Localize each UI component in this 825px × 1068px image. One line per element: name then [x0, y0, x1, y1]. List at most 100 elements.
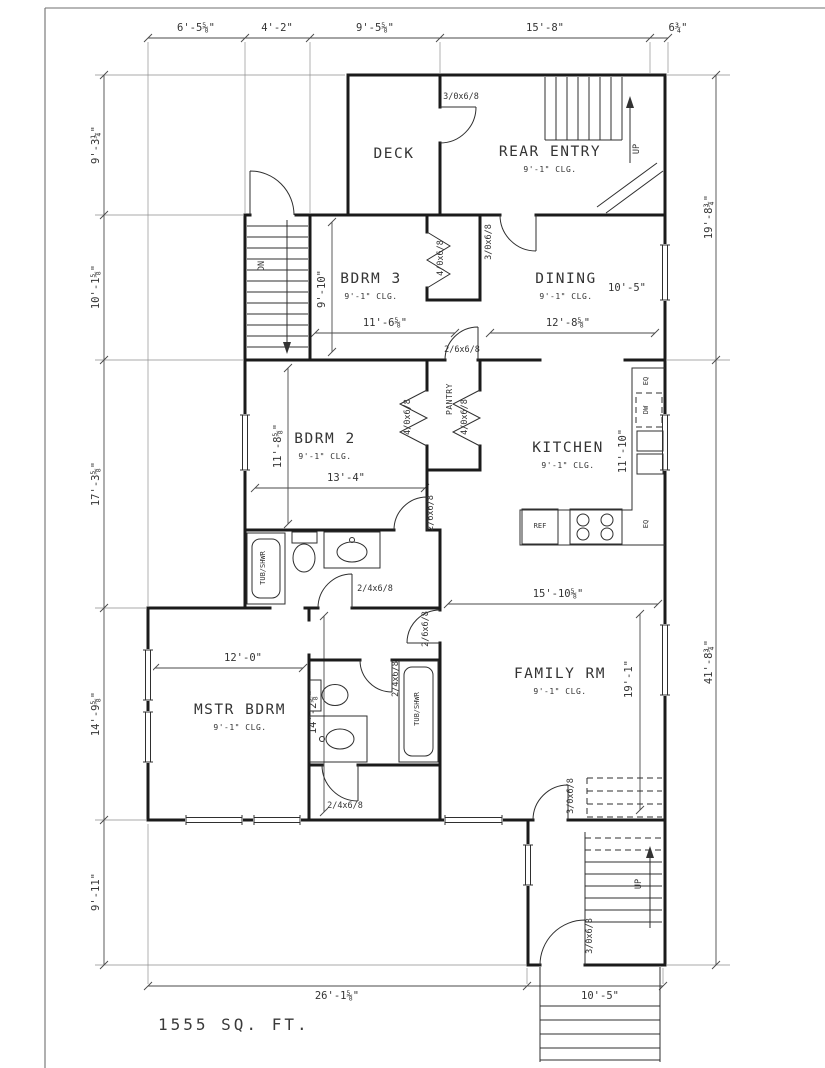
- clg-label: 9'-1" CLG.: [533, 687, 586, 696]
- stairs-up-lower: UP: [584, 832, 662, 928]
- tub-inner: [251, 538, 281, 599]
- dn-label: DN: [257, 261, 267, 271]
- windows: [143, 244, 670, 886]
- dim-right-0: 19'-8¾": [703, 195, 715, 239]
- extension-lines: [95, 42, 730, 984]
- dim-top-3: 15'-8": [526, 22, 564, 34]
- dim-family-h: 19'-1": [623, 660, 635, 698]
- sqft-label: 1555 SQ. FT.: [158, 1015, 310, 1034]
- doors: 3/0x6/8 3/0x6/8 2/6x6/8 2/6x6/8 2/4x6/8 …: [249, 92, 595, 966]
- sink: [336, 541, 368, 563]
- room-labels: DECK REAR ENTRY 9'-1" CLG. BDRM 3 9'-1" …: [194, 144, 606, 732]
- dim-top-0: 6'-5⅝": [177, 22, 215, 34]
- door-rear-entry-dining: 3/0x6/8: [484, 214, 537, 260]
- door-family-exterior: 3/0x6/8: [532, 778, 576, 821]
- clg-label: 9'-1" CLG.: [298, 452, 351, 461]
- door-deck-rear-entry: 3/0x6/8: [439, 92, 479, 144]
- door-size-label: 2/6x6/8: [421, 611, 431, 647]
- eq-label: EQ: [642, 520, 650, 528]
- vanity: [323, 531, 381, 569]
- dim-dining-w: 12'-8⅝": [546, 317, 590, 329]
- door-size-label: 3/0x6/8: [484, 224, 494, 260]
- room-label-rear-entry: REAR ENTRY: [499, 144, 601, 160]
- dw-label: DW: [642, 405, 650, 414]
- dishwasher: [635, 392, 663, 428]
- window: [185, 815, 243, 825]
- room-label-bdrm2: BDRM 2: [294, 431, 355, 447]
- door-hall-bath: 2/4x6/8: [317, 573, 393, 609]
- up-label: UP: [632, 144, 642, 154]
- window: [240, 414, 250, 471]
- clg-label: 9'-1" CLG.: [539, 292, 592, 301]
- door-size-label: 3/0x6/8: [443, 92, 479, 102]
- door-lower-entry: 3/0x6/8: [539, 918, 595, 966]
- tub-shwr-label: TUB/SHWR: [259, 550, 267, 585]
- dim-kitchen-h: 11'-10": [617, 429, 629, 473]
- dim-top-2: 9'-5⅝": [356, 22, 394, 34]
- door-size-label: 2/4x6/8: [357, 584, 393, 594]
- dim-bdrm3-h: 9'-10": [316, 270, 328, 308]
- door-size-label: 4/0x6/8: [403, 399, 413, 435]
- room-label-bdrm3: BDRM 3: [340, 271, 401, 287]
- door-size-label: 3/0x6/8: [585, 918, 595, 954]
- door-hall-dining: 2/6x6/8: [444, 326, 480, 361]
- bifold-bdrm2-closet: 4/0x6/8: [398, 389, 429, 447]
- sheet-border: [44, 7, 825, 1068]
- door-size-label: 3/0x6/8: [566, 778, 576, 814]
- stairs-above-dashed: [586, 777, 662, 818]
- dimension-lines: [99, 33, 721, 991]
- faucet: [319, 736, 325, 742]
- dim-top-4: 6¾": [669, 22, 688, 34]
- dim-mstr-w: 12'-0": [224, 652, 262, 664]
- dim-bottom-0: 26'-1⅝": [315, 990, 359, 1002]
- bifold-bdrm3-closet: 4/0x6/8: [426, 231, 451, 289]
- sink: [325, 728, 355, 750]
- toilet-tank: [291, 531, 318, 544]
- dimension-text: 6'-5⅝" 4'-2" 9'-5⅝" 15'-8" 6¾" 9'-3¼" 10…: [90, 22, 715, 1002]
- dim-left-4: 9'-11": [90, 873, 102, 911]
- mstr-bath-fixtures: TUB/SHWR: [309, 660, 439, 763]
- dim-bdrm2-w: 13'-4": [327, 472, 365, 484]
- door-deck-stair-landing: [249, 170, 295, 216]
- tub-shwr-label: TUB/SHWR: [413, 691, 421, 726]
- tub-inner: [403, 666, 434, 757]
- porch-steps: [539, 967, 661, 1062]
- room-label-mstr: MSTR BDRM: [194, 702, 286, 718]
- walls: [146, 73, 667, 967]
- tub: [398, 660, 439, 763]
- door-size-label: 4/0x6/8: [436, 240, 446, 276]
- toilet-tank: [309, 679, 322, 712]
- door-size-label: 4/0x6/8: [460, 399, 470, 435]
- hall-bath-fixtures: TUB/SHWR: [246, 531, 381, 605]
- window: [660, 624, 670, 696]
- window: [143, 711, 153, 763]
- door-hall-family: 2/6x6/8: [406, 609, 441, 647]
- window: [660, 244, 670, 301]
- window: [143, 649, 153, 701]
- room-label-family: FAMILY RM: [514, 666, 606, 682]
- up-label: UP: [634, 879, 644, 889]
- dim-bottom-1: 10'-5": [581, 990, 619, 1002]
- dim-bdrm2-h: 11'-8⅝": [272, 424, 284, 468]
- dim-right-1: 41'-8¾": [703, 640, 715, 684]
- door-size-label: 2/6x6/8: [444, 345, 480, 355]
- door-mstr-bath: 2/4x6/8: [359, 659, 401, 697]
- clg-label: 9'-1" CLG.: [344, 292, 397, 301]
- kitchen-fixtures: REF DW EQ EQ: [519, 367, 665, 546]
- clg-label: 9'-1" CLG.: [213, 723, 266, 732]
- door-size-label: 2/4x6/8: [391, 661, 401, 697]
- clg-label: 9'-1" CLG.: [523, 165, 576, 174]
- window: [523, 844, 533, 886]
- range: [569, 508, 623, 545]
- dim-left-3: 14'-9⅝": [90, 692, 102, 736]
- sink-bowl: [636, 453, 664, 475]
- dim-top-1: 4'-2": [261, 22, 293, 34]
- sheet-annotation: 1555 SQ. FT.: [158, 1015, 310, 1034]
- toilet-bowl: [321, 684, 349, 706]
- door-size-label: 2/4x6/8: [327, 801, 363, 811]
- eq-label: EQ: [642, 377, 650, 385]
- dim-bdrm3-w: 11'-6⅝": [363, 317, 407, 329]
- sink-bowl: [636, 430, 664, 452]
